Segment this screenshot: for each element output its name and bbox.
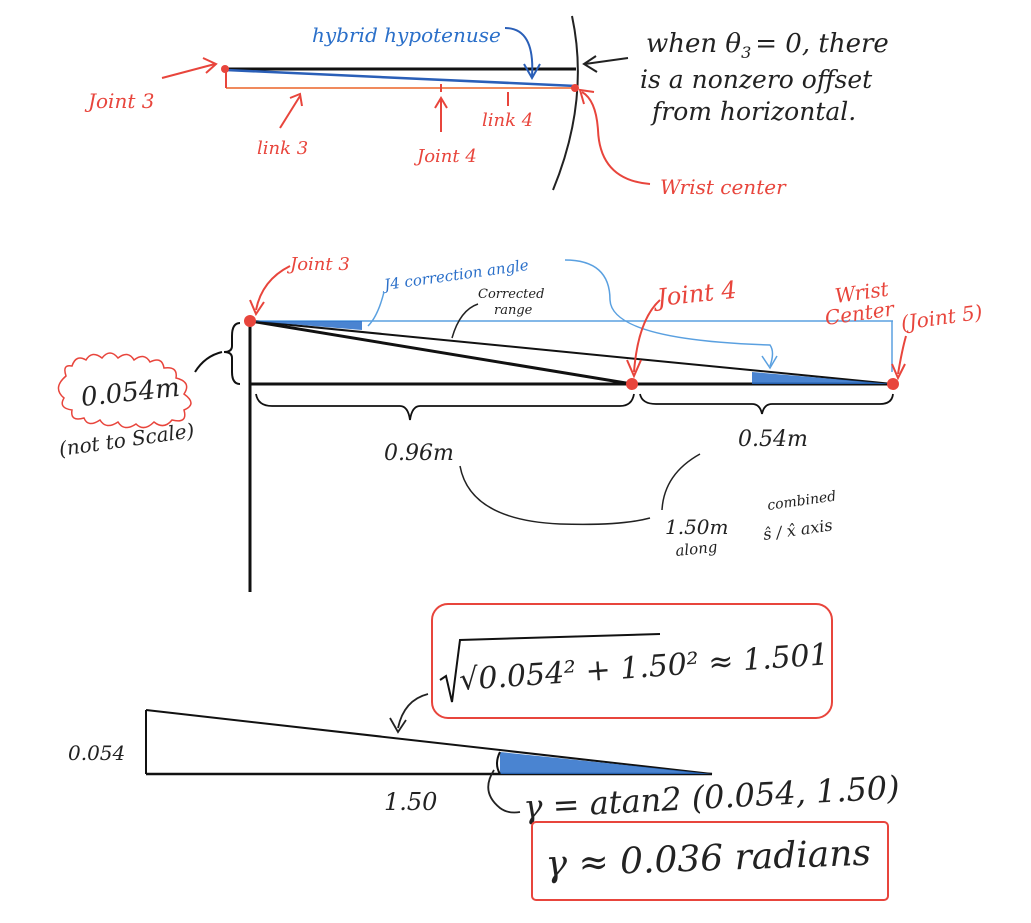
not-to-scale-label: (not to Scale)	[57, 418, 195, 461]
link3-arrow	[279, 95, 301, 129]
note-theta-sub: 3	[741, 43, 751, 62]
gamma-angle-shade	[500, 752, 712, 774]
link3-label: link 3	[257, 138, 308, 159]
joint3-label: Joint 3	[84, 89, 154, 113]
gamma-arc	[496, 751, 501, 775]
combined-1-50-label: 1.50m	[665, 515, 729, 539]
corrected-range-arrow	[451, 303, 479, 339]
hybrid-arrowhead	[523, 63, 541, 81]
gamma-pointer	[487, 769, 521, 814]
bottom-diagram: 0.054 1.50 √0.054² + 1.50² ≈ 1.501 γ = a…	[68, 603, 901, 901]
mid-wrist-arrowhead	[891, 363, 906, 381]
wrist-center-label: Wrist center	[660, 175, 787, 199]
hybrid-arrow	[504, 27, 534, 77]
corrected-range-label-1: Corrected	[478, 287, 544, 302]
wrist-center-arrow	[581, 91, 651, 185]
note-line-3: from horizontal.	[650, 97, 856, 126]
mid-joint4-label: Joint 4	[651, 276, 738, 313]
mid-joint4-arrow	[633, 299, 661, 373]
joint4-label: Joint 4	[413, 146, 477, 167]
len-0-96-label: 0.96m	[384, 441, 454, 466]
link3-arrowhead	[289, 92, 303, 107]
link3-diagonal	[249, 319, 633, 386]
hybrid-hypotenuse-line	[225, 68, 577, 88]
side-vertical-label: 0.054	[68, 741, 125, 765]
note-arrowhead	[582, 55, 598, 73]
side-horizontal-label: 1.50	[384, 788, 437, 816]
mid-joint3-label: Joint 3	[286, 254, 350, 275]
joint3-point	[244, 315, 256, 327]
note-theta-text: when θ	[646, 29, 741, 59]
brace-0-54	[639, 393, 894, 415]
joint3-dot	[221, 65, 229, 73]
note-line-2: is a nonzero offset	[640, 65, 873, 94]
mid-joint3-arrow	[255, 265, 291, 311]
combined-word-label: combined	[766, 488, 837, 513]
j4-angle-shade	[752, 372, 893, 384]
corrected-range-line	[249, 320, 894, 385]
tri-hypotenuse	[145, 709, 713, 775]
link4-label: link 4	[482, 110, 533, 131]
mid-wrist-arrow	[897, 335, 907, 375]
wrist-center-arrowhead	[578, 88, 595, 105]
middle-diagram: Joint 3 J4 correction angle Corrected ra…	[57, 254, 984, 592]
joint4-point	[626, 378, 638, 390]
j3-angle-shade	[252, 321, 362, 330]
corrected-range-label-2: range	[494, 303, 533, 318]
offset-value-label: 0.054m	[80, 373, 182, 413]
offset-brace	[223, 322, 241, 385]
len-0-54-label: 0.54m	[738, 427, 808, 452]
hyp-pointer	[397, 693, 429, 729]
offset-connector	[194, 351, 223, 373]
joint3-arrow	[161, 63, 216, 79]
hybrid-hypotenuse-label: hybrid hypotenuse	[312, 23, 501, 47]
note-line-1: when θ3= 0, there	[646, 29, 889, 62]
gamma-formula-text: γ = atan2 (0.054, 1.50)	[522, 768, 900, 826]
offset-cloud	[57, 352, 192, 429]
joint3-arrowhead	[202, 57, 218, 74]
hyp-pointer-head	[389, 717, 407, 734]
sqrt-sign	[439, 633, 661, 703]
top-diagram: hybrid hypotenuse Joint 3 link 3 Joint 4…	[84, 15, 889, 199]
note-theta-rest: = 0, there	[755, 29, 889, 59]
j4-arrow-right	[564, 259, 774, 367]
hyp-formula-box	[431, 603, 833, 719]
mid-wrist-label-2: Center	[823, 296, 897, 330]
combined-axis-label: ŝ / x̂ axis	[762, 515, 834, 544]
mid-joint5-label: (Joint 5)	[899, 300, 984, 335]
wrist-center-dot	[571, 84, 579, 92]
combined-along-label: along	[675, 538, 719, 560]
mid-joint4-arrowhead	[626, 359, 642, 379]
wrist-point	[887, 378, 899, 390]
note-arrow	[584, 57, 629, 65]
brace-0-96	[255, 393, 635, 421]
hyp-formula-text: √0.054² + 1.50² ≈ 1.501	[458, 637, 830, 698]
mid-joint3-arrowhead	[249, 299, 265, 317]
gamma-result-text: γ ≈ 0.036 radians	[545, 833, 872, 885]
workspace-arc	[552, 15, 579, 191]
j4-arrowhead	[761, 355, 778, 370]
gamma-result-box	[531, 821, 889, 901]
combined-curve	[459, 453, 701, 526]
j4-arrow-left	[367, 291, 385, 327]
joint4-arrowhead	[434, 96, 448, 109]
